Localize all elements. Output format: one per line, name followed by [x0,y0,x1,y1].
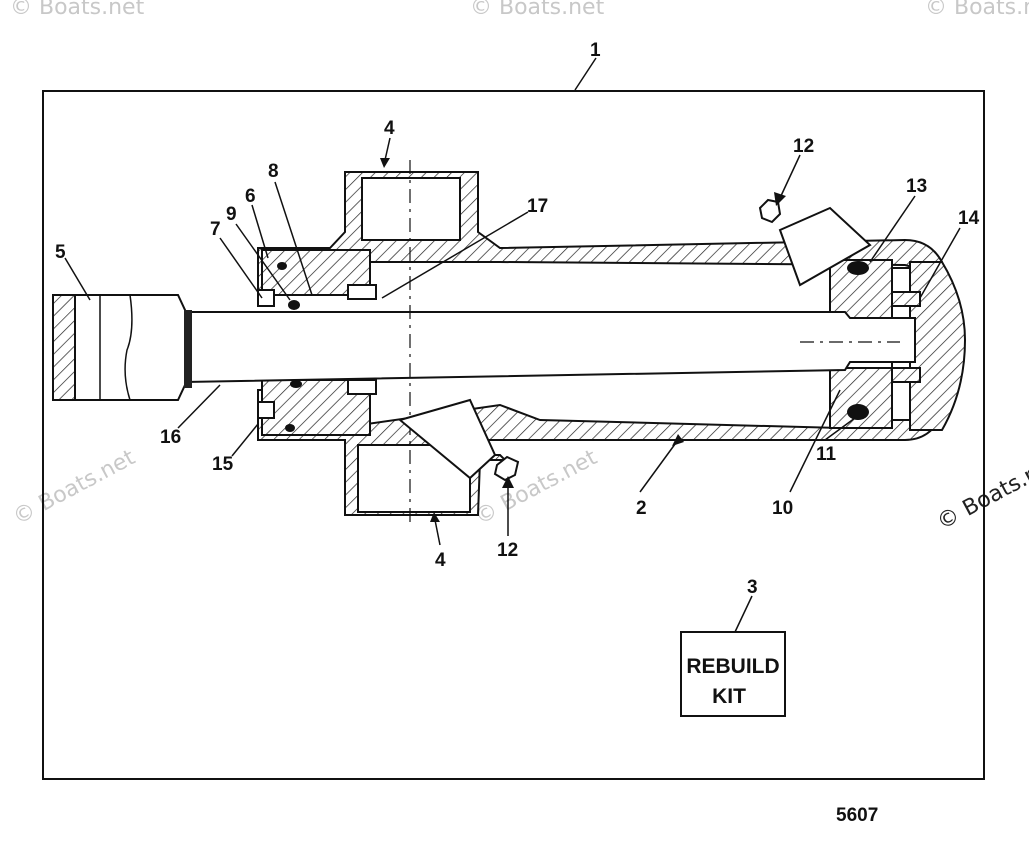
leader-15 [231,423,259,457]
end-cap [909,261,967,431]
leader-6 [251,204,269,259]
leader-16 [177,384,221,429]
callout-4-bottom: 4 [435,550,446,571]
bleed-screw [257,401,275,419]
arrowhead [672,434,684,446]
rebuild-kit-line2: KIT [712,685,746,708]
arrowhead [430,512,440,522]
leader-11 [824,417,856,441]
rebuild-kit-line1: REBUILD [686,655,779,678]
leader-3 [734,595,753,633]
o-ring [847,261,869,275]
callout-1: 1 [590,40,601,61]
callout-13: 13 [906,176,927,197]
callout-9: 9 [226,204,237,225]
leader-8 [274,181,313,296]
arrowhead [774,192,786,206]
o-ring [847,404,869,420]
watermark: © Boats.net [9,445,140,530]
leader-lines [64,57,961,633]
leader-1 [574,57,597,91]
watermark-right-edge: © Boats.n [933,461,1029,536]
rebuild-kit-frame [680,631,786,717]
leader-17 [381,211,529,299]
callout-3: 3 [747,577,758,598]
callout-12-bottom: 12 [497,540,518,561]
callout-2: 2 [636,498,647,519]
callout-5: 5 [55,242,66,263]
rod-end-break [99,294,133,401]
rod-end-knurl [184,310,192,388]
diagram-id: 5607 [836,805,878,826]
angled-bleed-passage-upper [778,206,872,287]
leader-2 [639,439,679,493]
bleed-screw [257,289,275,307]
watermark: © Boats.net [10,0,145,20]
cylinder-body [52,160,967,525]
upper-port [361,177,461,241]
callout-4-top: 4 [384,118,395,139]
o-ring [290,380,302,388]
callout-14: 14 [958,208,980,229]
piston-nut-upper [891,291,921,307]
rod-end-body [74,294,186,401]
leader-10 [789,389,841,493]
leader-14 [919,227,961,299]
callout-11: 11 [816,444,837,465]
angled-bleed-passage-lower [397,398,497,480]
arrowhead [502,476,514,488]
callout-15: 15 [212,454,234,475]
piston-rod [184,311,916,384]
o-ring [288,300,300,310]
piston-nut-lower [891,367,921,383]
leader-4-bottom [434,519,441,546]
callout-17: 17 [527,196,548,217]
callout-labels: 1 4 8 6 9 7 5 17 12 13 14 16 15 2 10 11 … [55,40,980,598]
callout-7: 7 [210,219,221,240]
bleeder-fitting-lower [493,455,520,482]
callout-12-top: 12 [793,136,814,157]
seal-ring-upper [347,284,377,300]
rod-end-housing [52,294,76,401]
leader-12-top [779,154,801,199]
leader-4-top [384,137,391,161]
leader-13 [869,195,916,263]
arrowhead [380,158,390,168]
seal-ring-lower [347,379,377,395]
watermark: © Boats.net [925,0,1029,20]
rebuild-kit-box: REBUILD KIT [680,631,786,717]
callout-8: 8 [268,161,279,182]
callout-10: 10 [772,498,793,519]
bleeder-fitting-upper [758,198,782,224]
leader-5 [64,257,91,301]
diagram-frame [42,90,985,780]
leader-9 [235,223,291,301]
o-ring [277,262,287,270]
callout-16: 16 [160,427,181,448]
watermark: © Boats.net [470,0,605,20]
leader-7 [219,237,263,299]
o-ring [285,424,295,432]
callout-6: 6 [245,186,256,207]
